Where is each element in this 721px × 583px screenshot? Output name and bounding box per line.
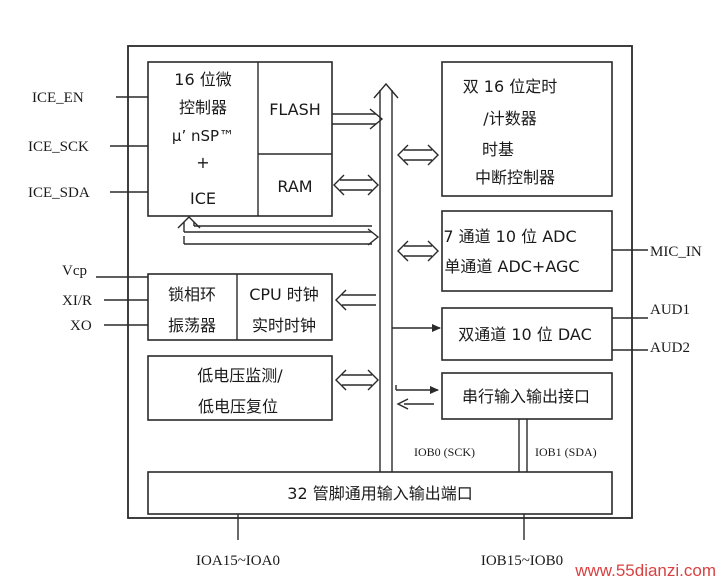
watermark-text: www.55dianzi.com [574, 561, 716, 580]
pll-label-1: 锁相环 [168, 285, 216, 304]
timer-label-4: 中断控制器 [475, 168, 555, 187]
pll-clock-block [147, 273, 333, 341]
mcu-label-4: + [196, 153, 209, 172]
serial-label: 串行输入输出接口 [462, 387, 590, 406]
mcu-label-5: ICE [190, 189, 216, 208]
iob0-label: IOB0 (SCK) [414, 445, 475, 459]
pin-ioa: IOA15~IOA0 [196, 553, 280, 569]
lvd-label-2: 低电压复位 [198, 397, 278, 416]
pin-ice-sck: ICE_SCK [28, 139, 89, 155]
serial-bus-link [395, 385, 439, 410]
mcu-label-1: 16 位微 [174, 70, 231, 89]
timer-bus-link [397, 144, 439, 166]
clock-bus-link [335, 289, 376, 311]
lvd-bus-link [335, 369, 379, 391]
pin-iob: IOB15~IOB0 [481, 553, 563, 569]
clock-label-1: CPU 时钟 [249, 285, 319, 304]
pin-aud2: AUD2 [650, 340, 690, 356]
timer-label-2: /计数器 [483, 109, 536, 128]
ice-bus-link [177, 216, 380, 246]
pin-ice-sda: ICE_SDA [28, 185, 90, 201]
pin-xi-r: XI/R [62, 293, 92, 309]
mcu-label-3: μ’ nSP™ [172, 127, 234, 145]
iob1-label: IOB1 (SDA) [535, 445, 597, 459]
adc-block [441, 210, 613, 292]
serial-block [441, 372, 613, 420]
mcu-label-2: 控制器 [179, 98, 227, 117]
pin-ice-en: ICE_EN [32, 90, 84, 106]
timer-label-1: 双 16 位定时 [463, 77, 558, 96]
dac-label: 双通道 10 位 DAC [458, 325, 592, 344]
gpio-block [147, 471, 613, 515]
flash-bus-link [332, 108, 384, 130]
pll-label-2: 振荡器 [168, 316, 216, 335]
adc-bus-link [397, 240, 439, 262]
pin-vcp: Vcp [62, 263, 87, 279]
timer-block [441, 61, 613, 197]
ram-label: RAM [277, 177, 312, 196]
flash-label: FLASH [269, 100, 321, 119]
lvd-label-1: 低电压监测/ [197, 366, 283, 385]
gpio-label: 32 管脚通用输入输出端口 [287, 484, 472, 503]
timer-label-3: 时基 [482, 140, 514, 159]
ram-bus-link [333, 174, 379, 196]
lvd-block [147, 355, 333, 421]
pin-aud1: AUD1 [650, 302, 690, 318]
dac-block [441, 307, 613, 361]
adc-label-2: 单通道 ADC+AGC [444, 257, 579, 276]
adc-label-1: 7 通道 10 位 ADC [443, 227, 576, 246]
clock-label-2: 实时时钟 [252, 316, 316, 335]
pin-xo: XO [70, 318, 92, 334]
mcu-block [147, 61, 333, 217]
pin-mic-in: MIC_IN [650, 244, 702, 260]
